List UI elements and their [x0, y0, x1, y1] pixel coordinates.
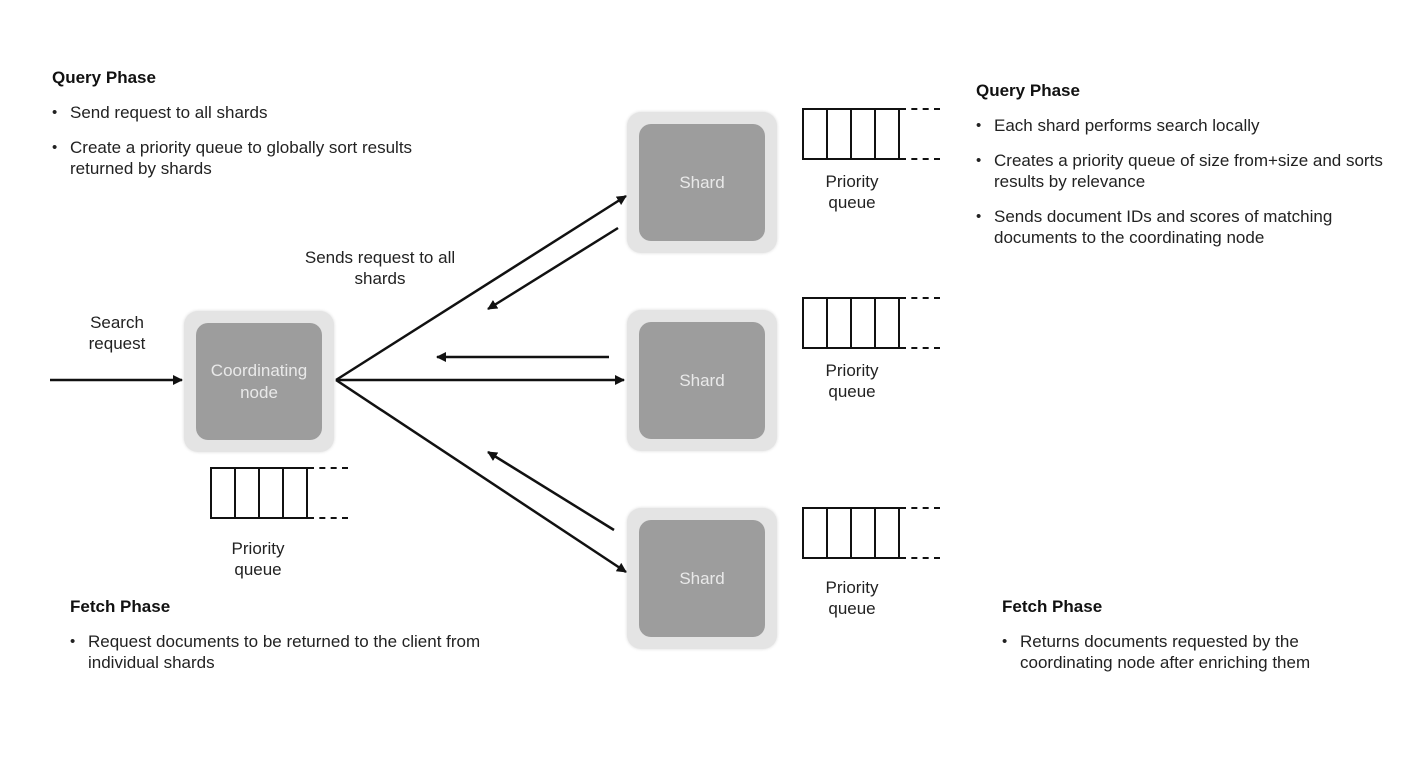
- left-query-bullet: Create a priority queue to globally sort…: [52, 137, 420, 179]
- right-query-phase: Query Phase Each shard performs search l…: [976, 81, 1396, 262]
- shard-label: Shard: [639, 520, 765, 637]
- coordinating-priority-queue-label: Priority queue: [231, 539, 285, 579]
- left-query-heading: Query Phase: [52, 68, 156, 87]
- shard-2-priority-queue-label: Priority queue: [825, 361, 879, 401]
- right-query-heading: Query Phase: [976, 81, 1080, 100]
- left-fetch-heading: Fetch Phase: [70, 597, 171, 616]
- left-fetch-bullets: Request documents to be returned to the …: [70, 631, 520, 673]
- shard-2-priority-queue: [802, 297, 942, 351]
- left-query-phase: Query Phase Send request to all shards C…: [52, 68, 432, 193]
- response-arrow-shard-1: [487, 226, 619, 311]
- sends-request-label: Sends request to all shards: [304, 248, 456, 288]
- coordinating-priority-queue: [210, 467, 350, 521]
- right-query-bullet: Each shard performs search locally: [976, 115, 1396, 136]
- right-fetch-bullet: Returns documents requested by the coord…: [1002, 631, 1380, 673]
- right-fetch-phase: Fetch Phase Returns documents requested …: [1002, 597, 1402, 687]
- shard-label: Shard: [639, 124, 765, 241]
- left-query-bullets: Send request to all shards Create a prio…: [52, 102, 432, 179]
- left-fetch-bullet: Request documents to be returned to the …: [70, 631, 518, 673]
- right-query-bullet: Creates a priority queue of size from+si…: [976, 150, 1394, 192]
- shard-1-priority-queue: [802, 108, 942, 162]
- shard-label: Shard: [639, 322, 765, 439]
- search-request-label: Search request: [88, 313, 146, 353]
- left-fetch-phase: Fetch Phase Request documents to be retu…: [70, 597, 520, 687]
- left-query-bullet: Send request to all shards: [52, 102, 432, 123]
- shard-node-3: Shard: [627, 508, 777, 649]
- right-fetch-heading: Fetch Phase: [1002, 597, 1103, 616]
- shard-1-priority-queue-label: Priority queue: [825, 172, 879, 212]
- shard-3-priority-queue: [802, 507, 942, 561]
- shard-3-priority-queue-label: Priority queue: [825, 578, 879, 618]
- request-arrow-shard-1: [335, 194, 627, 382]
- coordinating-node: Coordinating node: [184, 311, 334, 452]
- right-query-bullets: Each shard performs search locally Creat…: [976, 115, 1396, 248]
- coordinating-node-label: Coordinating node: [196, 323, 322, 440]
- shard-node-1: Shard: [627, 112, 777, 253]
- response-arrow-shard-3: [487, 450, 615, 532]
- shard-node-2: Shard: [627, 310, 777, 451]
- right-fetch-bullets: Returns documents requested by the coord…: [1002, 631, 1402, 673]
- right-query-bullet: Sends document IDs and scores of matchin…: [976, 206, 1394, 248]
- request-arrow-shard-3: [335, 378, 627, 574]
